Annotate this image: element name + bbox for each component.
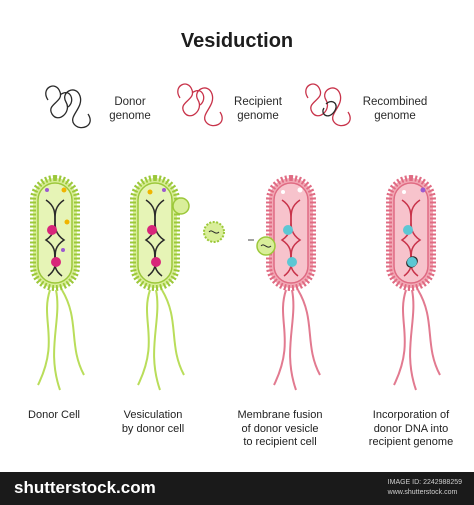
caption-membrane-fusion: Membrane fusion of donor vesicle to reci… xyxy=(237,409,323,448)
recipient-genome-icon xyxy=(177,83,223,127)
legend-recipient-label: Recipient genome xyxy=(234,96,282,122)
footer-brand: shutterstock.com xyxy=(14,478,156,497)
free-vesicle xyxy=(203,221,225,243)
donor-genome-icon xyxy=(45,85,91,129)
vesiculating-donor-cell xyxy=(130,175,190,391)
recombined-recipient-cell xyxy=(386,175,441,391)
caption-vesiculation: Vesiculation by donor cell xyxy=(121,409,185,435)
caption-incorporation: Incorporation of donor DNA into recipien… xyxy=(368,409,454,448)
diagram-title: Vesiduction xyxy=(180,30,294,52)
fusing-recipient-cell xyxy=(256,175,321,391)
footer-site: www.shutterstock.com xyxy=(387,489,458,496)
footer-bar: shutterstock.com IMAGE ID: 2242988259 ww… xyxy=(0,472,474,505)
legend-donor-label: Donor genome xyxy=(109,96,151,122)
donor-cell xyxy=(30,175,85,391)
recombined-genome-icon xyxy=(305,83,351,127)
caption-donor-cell: Donor Cell xyxy=(28,409,80,421)
footer-meta: IMAGE ID: 2242988259 www.shutterstock.co… xyxy=(388,478,462,498)
footer-image-id: IMAGE ID: 2242988259 xyxy=(387,479,462,486)
legend-recombined-label: Recombined genome xyxy=(362,96,428,122)
